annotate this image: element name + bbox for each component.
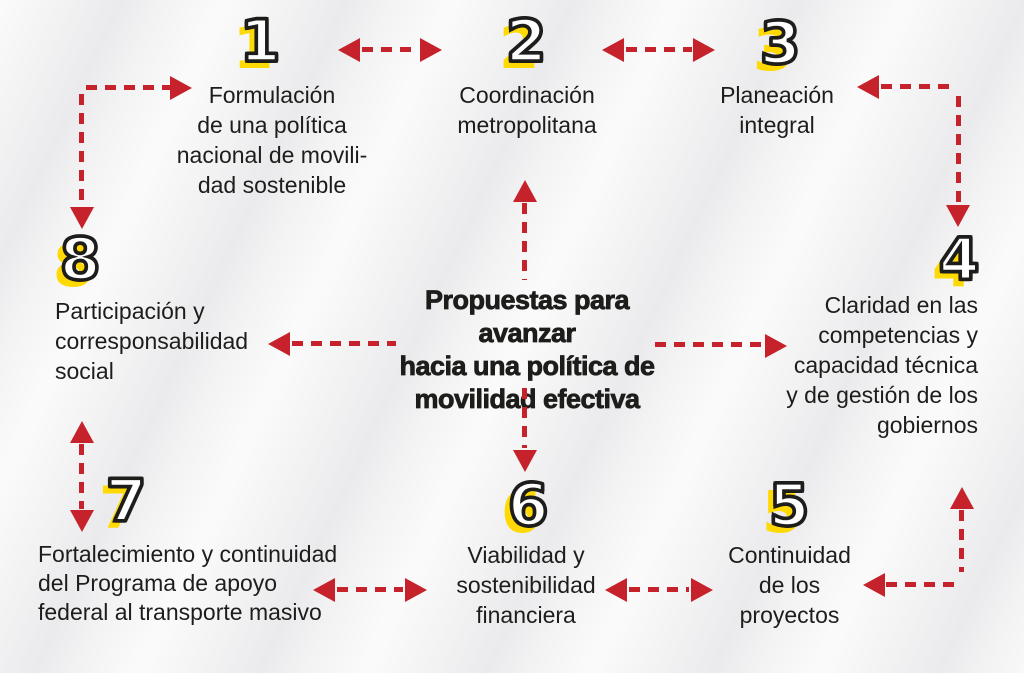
arrowhead-right-icon	[693, 38, 715, 62]
arrowhead-left-icon	[863, 573, 885, 597]
arrowhead-left-icon	[268, 332, 290, 356]
dash-line	[362, 47, 418, 52]
number-face: 2	[504, 7, 548, 75]
arrowhead-left-icon	[313, 578, 335, 602]
number-face: 7	[104, 467, 148, 535]
node-2-label: Coordinación metropolitana	[457, 82, 597, 138]
arrowhead-left-icon	[602, 38, 624, 62]
arrowhead-up-icon	[70, 421, 94, 443]
number-shadow: 2	[499, 14, 540, 82]
arrowhead-up-icon	[950, 487, 974, 509]
dash-line	[79, 444, 84, 509]
node-5-label: Continuidad de los proyectos	[728, 542, 851, 628]
number-shadow: 1	[233, 14, 274, 82]
arrowhead-down-icon	[70, 207, 94, 229]
dash-line	[522, 203, 527, 280]
arrowhead-down-icon	[70, 510, 94, 532]
number-face: 3	[758, 9, 802, 77]
dash-line	[886, 582, 956, 587]
number-shadow: 4	[932, 232, 973, 300]
number-shadow: 5	[762, 478, 803, 546]
dash-line	[337, 587, 403, 592]
number-face: 6	[506, 471, 550, 539]
dash-line	[959, 510, 964, 572]
arrowhead-right-icon	[420, 38, 442, 62]
arrowhead-left-icon	[338, 38, 360, 62]
number-shadow: 8	[53, 232, 94, 300]
dash-line	[626, 47, 692, 52]
node-7-label: Fortalecimiento y continuidad del Progra…	[38, 541, 338, 625]
node-4-label: Claridad en las competencias y capacidad…	[786, 292, 978, 438]
arrowhead-left-icon	[857, 75, 879, 99]
node-3-label: Planeación integral	[720, 82, 834, 138]
dash-line	[956, 96, 961, 203]
arrowhead-right-icon	[405, 578, 427, 602]
number-shadow: 6	[501, 478, 542, 546]
number-shadow: 3	[753, 16, 794, 84]
center-title: Propuestas para avanzar hacia una políti…	[399, 285, 655, 415]
arrowhead-up-icon	[513, 180, 537, 202]
arrowhead-left-icon	[605, 578, 627, 602]
node-8-label: Participación y corresponsabilidad socia…	[55, 298, 249, 384]
number-face: 5	[767, 471, 811, 539]
arrowhead-right-icon	[691, 578, 713, 602]
number-face: 8	[58, 225, 102, 293]
dash-line	[86, 85, 170, 90]
node-6-label: Viabilidad y sostenibilidad financiera	[456, 542, 596, 628]
number-face: 1	[238, 7, 282, 75]
arrowhead-down-icon	[946, 205, 970, 227]
dash-line	[655, 342, 763, 347]
dash-line	[629, 587, 689, 592]
dash-line	[79, 94, 84, 207]
arrowhead-right-icon	[765, 334, 787, 358]
node-1-label: Formulación de una política nacional de …	[176, 82, 368, 198]
number-shadow: 7	[99, 474, 140, 542]
arrowhead-down-icon	[513, 450, 537, 472]
arrowhead-right-icon	[170, 76, 192, 100]
dash-line	[522, 388, 527, 448]
dash-line	[881, 84, 953, 89]
number-face: 4	[937, 225, 981, 293]
dash-line	[292, 341, 396, 346]
